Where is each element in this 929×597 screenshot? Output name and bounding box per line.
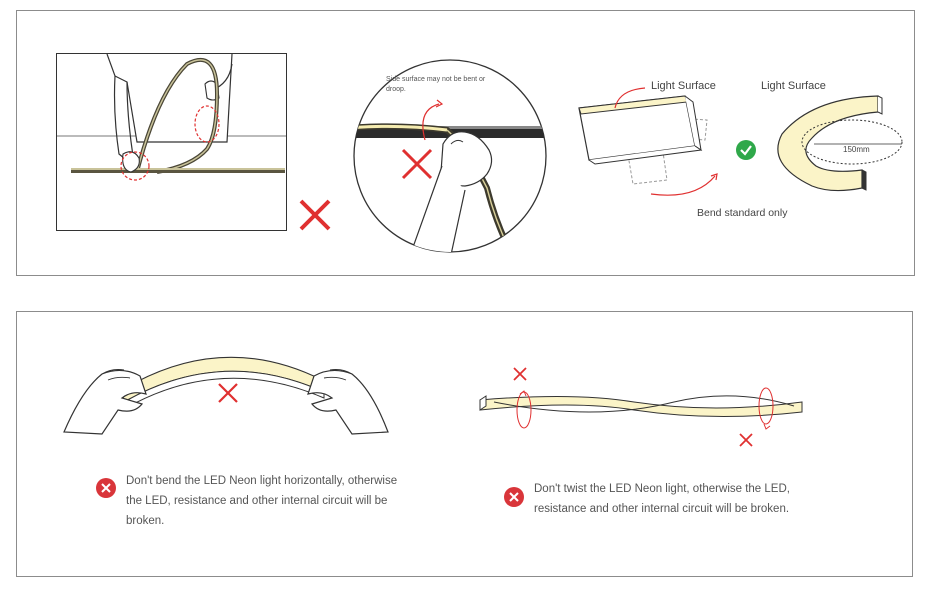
radius-label: 150mm — [843, 145, 870, 154]
twist-warning: Don't twist the LED Neon light, otherwis… — [534, 479, 824, 519]
person-bending-illustration — [57, 54, 287, 231]
correct-bend-illustration — [772, 90, 906, 200]
light-surface-label-left: Light Surface — [651, 80, 716, 92]
bending-photo-frame — [56, 53, 287, 231]
error-icon — [504, 487, 524, 507]
profile-twist-illustration — [575, 80, 735, 200]
side-surface-note: Side surface may not be bent or droop. — [386, 75, 506, 95]
light-surface-label-right: Light Surface — [761, 80, 826, 92]
error-icon — [96, 478, 116, 498]
check-icon — [735, 139, 757, 161]
horizontal-bend-illustration — [62, 340, 392, 450]
cross-icon — [298, 198, 332, 232]
twist-illustration — [474, 362, 810, 452]
horizontal-bend-warning: Don't bend the LED Neon light horizontal… — [126, 471, 398, 531]
bend-standard-note: Bend standard only — [697, 207, 787, 219]
